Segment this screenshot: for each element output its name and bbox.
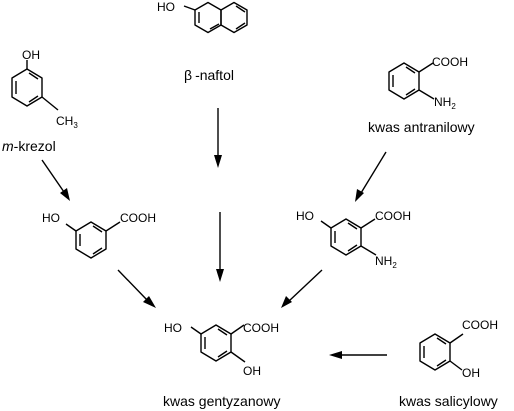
arrow-salicylic-to-gentisic <box>329 351 387 359</box>
salicylic-hydroxyl-label: OH <box>462 366 480 380</box>
hydroxybenzoic-carboxyl-label: COOH <box>120 211 156 225</box>
aminohydroxybenzoic-carboxyl-label: COOH <box>375 209 411 223</box>
gentisic-carboxyl-label: COOH <box>243 321 279 335</box>
aminohydroxybenzoic-hydroxyl-label: HO <box>296 209 314 223</box>
naphthol-name: β-naftol <box>184 67 234 83</box>
arrow-cresol-to-hydroxybenzoic <box>41 159 70 201</box>
salicylic-name: kwas salicylowy <box>399 393 498 409</box>
cresol-name: m-krezol <box>2 138 56 154</box>
arrow-hydroxybenzoic-to-gentisic <box>117 269 156 308</box>
cresol-methyl-label: CH3 <box>56 114 78 130</box>
anthranilic-name: kwas antranilowy <box>368 119 475 135</box>
gentisic-hydroxyl-top-label: HO <box>164 321 182 335</box>
arrow-naphthol-to-gentisic-upper <box>214 108 222 168</box>
gentisic-structure: HO COOH OH <box>164 321 279 378</box>
gentisic-name: kwas gentyzanowy <box>163 393 281 409</box>
arrow-naphthol-to-gentisic <box>216 212 224 282</box>
anthranilic-structure: COOH NH2 <box>388 55 468 111</box>
naphthol-structure: HO <box>157 0 248 34</box>
aminohydroxybenzoic-structure: HO COOH NH2 <box>296 209 411 270</box>
gentisic-hydroxyl-bottom-label: OH <box>243 364 261 378</box>
anthranilic-carboxyl-label: COOH <box>432 55 468 69</box>
arrow-anthranilic-to-aminohydroxybenzoic <box>355 151 387 202</box>
hydroxybenzoic-hydroxyl-label: HO <box>42 211 60 225</box>
salicylic-carboxyl-label: COOH <box>462 318 498 332</box>
cresol-structure: OH CH3 <box>11 48 78 130</box>
naphthol-hydroxyl-label: HO <box>157 0 175 14</box>
arrow-aminohydroxybenzoic-to-gentisic <box>281 269 323 308</box>
anthranilic-amino-label: NH2 <box>434 95 456 111</box>
cresol-hydroxyl-label: OH <box>22 48 40 62</box>
hydroxybenzoic-structure: HO COOH <box>42 211 156 259</box>
salicylic-structure: COOH OH <box>419 318 498 380</box>
aminohydroxybenzoic-amino-label: NH2 <box>375 254 397 270</box>
